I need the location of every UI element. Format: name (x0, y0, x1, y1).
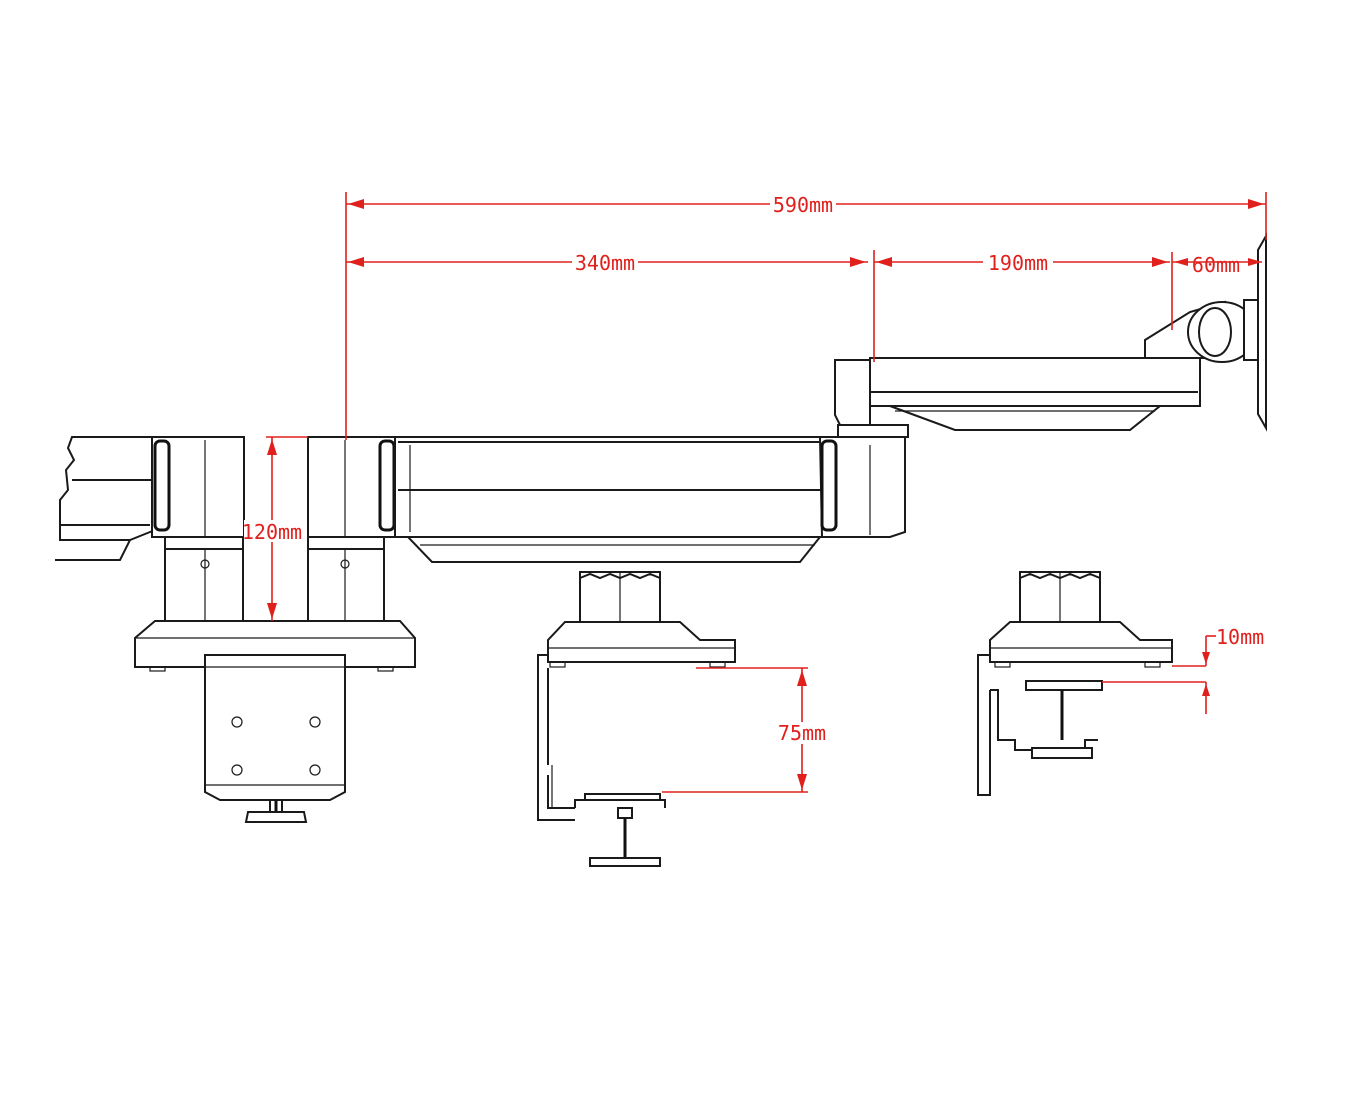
dim-grommet-min (1102, 635, 1216, 714)
dim-first-arm (346, 253, 868, 273)
left-arm-stub (55, 436, 156, 561)
dim-head-label: 60mm (1192, 253, 1240, 277)
tilt-head (1144, 232, 1267, 432)
second-arm (869, 357, 1201, 431)
dim-second-arm (873, 250, 1170, 362)
right-pole-collar (307, 436, 399, 622)
dim-clamp-range-label: 75mm (778, 721, 826, 745)
dim-pole-height (244, 436, 308, 621)
dim-total-reach (345, 192, 1267, 440)
dim-pole-height-label: 120mm (242, 520, 302, 544)
main-arm (394, 436, 836, 563)
elbow-joint (818, 359, 909, 538)
bolt-through-plate (204, 654, 346, 823)
dim-clamp-range (662, 667, 828, 793)
dim-head (1171, 252, 1262, 330)
dim-grommet-min-label: 10mm (1216, 625, 1264, 649)
dim-first-arm-label: 340mm (575, 251, 635, 275)
dim-total-reach-label: 590mm (773, 193, 833, 217)
left-pole-collar (151, 436, 245, 622)
desk-clamp-view (537, 571, 736, 867)
grommet-clamp-view (977, 571, 1173, 796)
dim-second-arm-label: 190mm (988, 251, 1048, 275)
